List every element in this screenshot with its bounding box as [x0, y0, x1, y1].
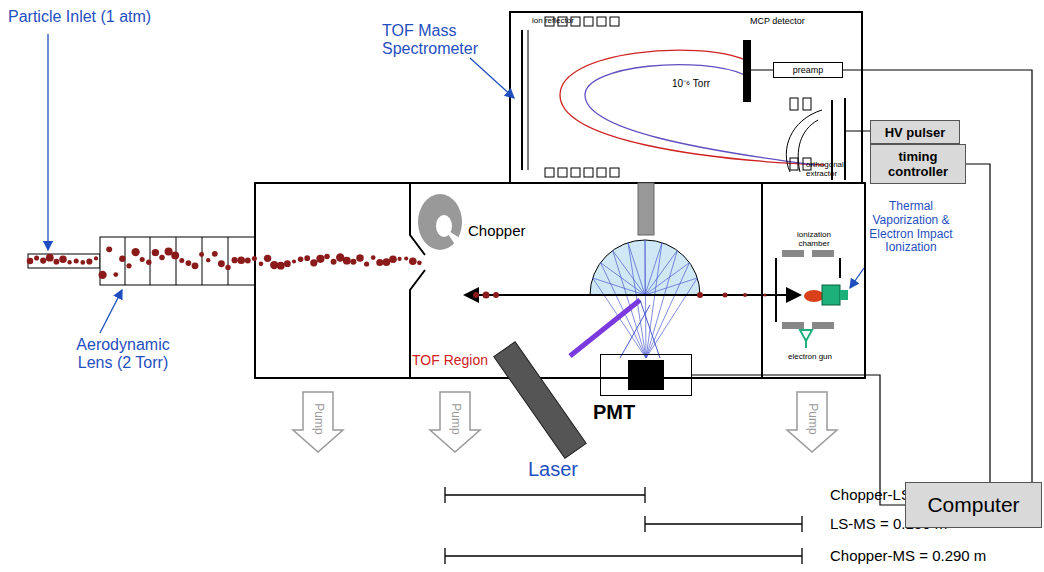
region-label: TOF Region [412, 352, 502, 368]
box-label: Computer [927, 493, 1019, 517]
signal-wire [843, 70, 1032, 482]
part-name: Laser [528, 458, 598, 481]
box-label: preamp [793, 65, 824, 75]
pump-label: Pump [448, 397, 462, 441]
pressure-label: 10⁻⁶ Torr [672, 78, 732, 90]
dimension-label: Chopper-MS = 0.290 m [830, 547, 1040, 564]
pump-label: Pump [311, 397, 325, 441]
part-name: PMT [593, 401, 635, 424]
pump-label: Pump [805, 397, 819, 441]
callout-label: TOF Mass Spectrometer [382, 22, 482, 59]
part-name: MCP detector [750, 16, 830, 26]
box-label: timing controller [871, 149, 965, 179]
computer-box: Computer [905, 482, 1042, 528]
callout-label: Thermal Vaporization & Electron Impact I… [868, 200, 954, 255]
hv-pulser-box: HV pulser [870, 120, 960, 144]
part-name: electron gun [780, 352, 840, 361]
preamp-box: preamp [773, 62, 843, 78]
pmt-detector: PMT [600, 354, 692, 396]
part-name: Chopper [468, 222, 538, 239]
part-name: ionization chamber [784, 230, 844, 248]
timing-controller-box: timing controller [870, 144, 966, 184]
part-name: ion reflector [532, 16, 592, 25]
signal-wire [692, 375, 905, 505]
callout-label: Aerodynamic Lens (2 Torr) [68, 336, 178, 373]
box-label: HV pulser [885, 125, 946, 140]
signal-wire [966, 164, 990, 482]
callout-label: Particle Inlet (1 atm) [8, 8, 218, 26]
part-name: orthogonal extractor [806, 160, 866, 178]
